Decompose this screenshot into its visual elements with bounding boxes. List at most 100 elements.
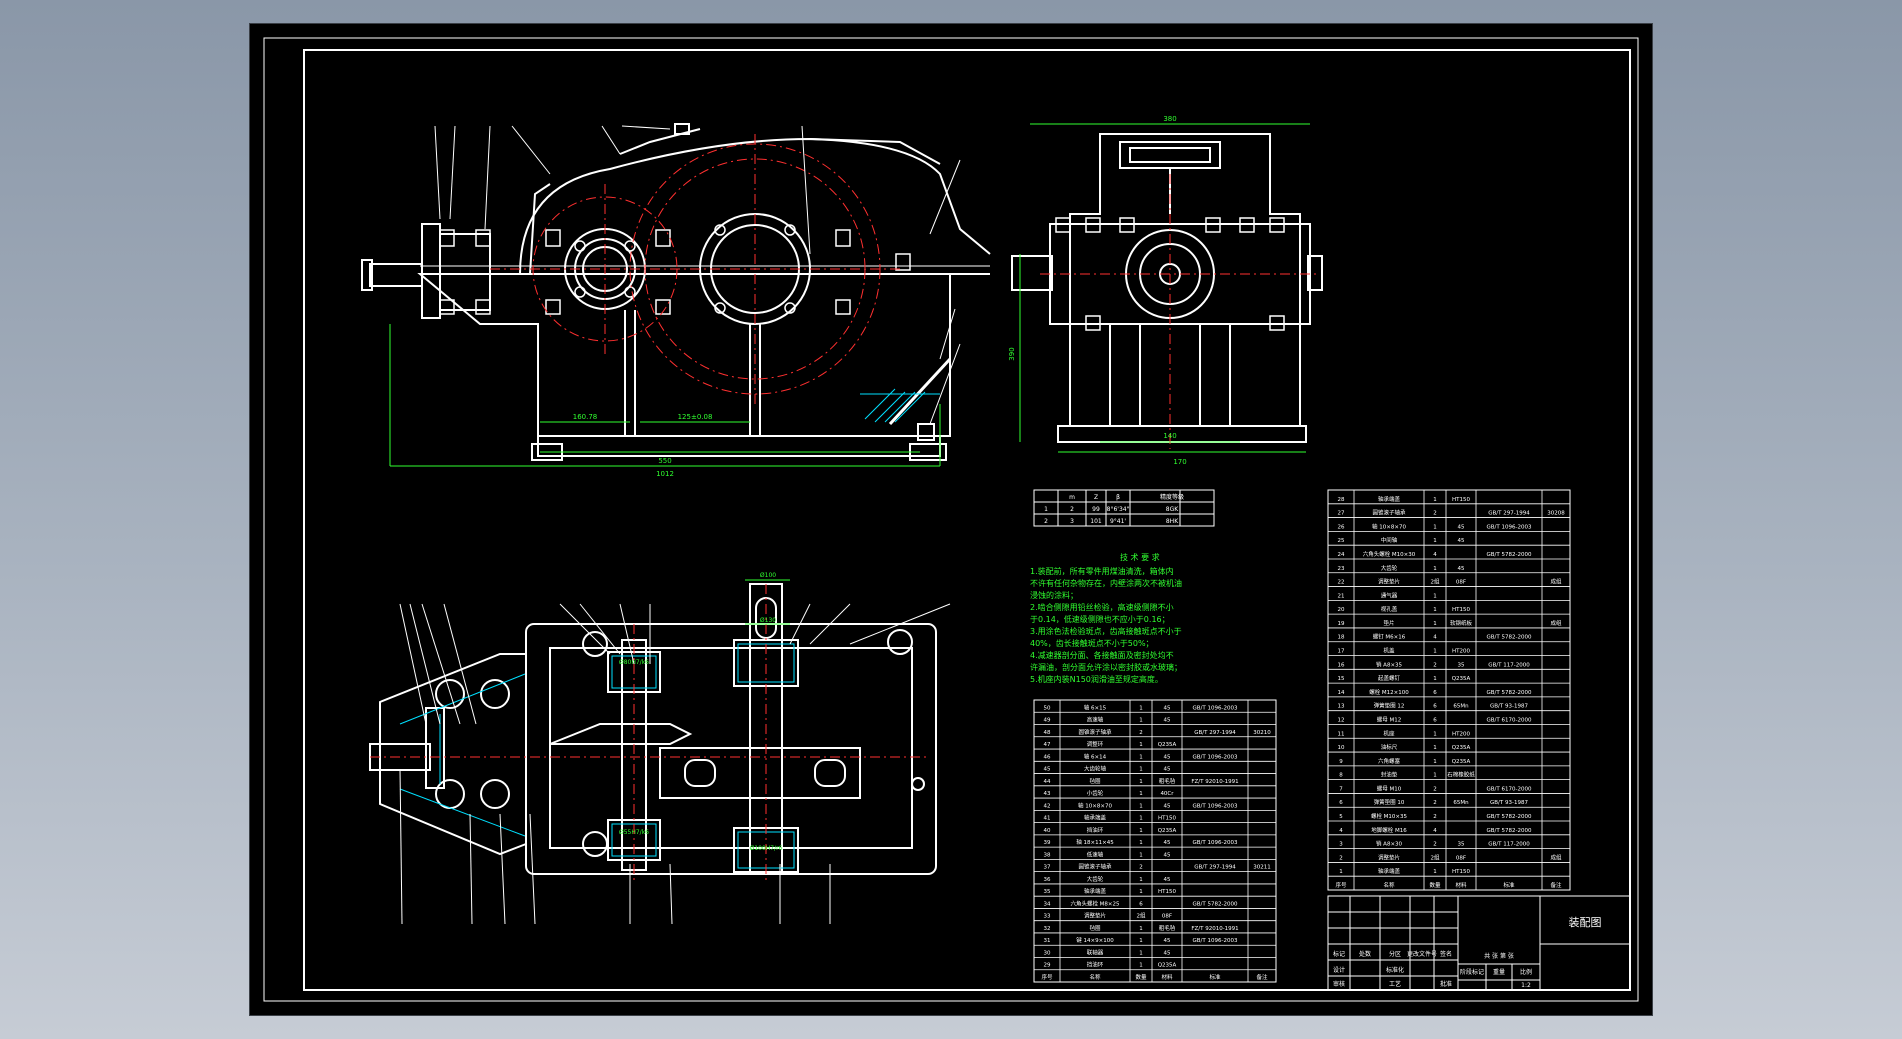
- inner-border: [303, 49, 1631, 991]
- dim-left-span2: 125±0.08: [678, 413, 713, 421]
- bom-cell: 14: [1338, 690, 1345, 696]
- bom-cell: 1: [1139, 840, 1143, 846]
- split-bolts: [439, 229, 911, 315]
- bom-cell: GB/T 117-2000: [1488, 842, 1530, 848]
- plan-input-cap: [425, 707, 445, 789]
- gear-r1-0: 1: [1044, 506, 1048, 513]
- dipstick: [888, 357, 952, 426]
- bom-cell: 3: [1339, 842, 1343, 848]
- bom-cell: 29: [1044, 963, 1051, 969]
- bom-cell: 挡油环: [1087, 961, 1104, 969]
- bom-footer-cell: 材料: [1161, 973, 1173, 981]
- bom-cell: 44: [1044, 779, 1051, 785]
- bom-cell: 30: [1044, 950, 1051, 956]
- tb-label-stage: 阶段标记: [1460, 968, 1484, 976]
- bom-cell: 1: [1139, 803, 1143, 809]
- bom-cell: GB/T 6170-2000: [1487, 786, 1532, 792]
- bom-cell: 软钢纸板: [1450, 619, 1473, 627]
- bom-cell: 2: [1139, 865, 1143, 871]
- bom-cell: 17: [1338, 649, 1345, 655]
- bom-cell: 1: [1433, 607, 1437, 613]
- bom-cell: 2: [1433, 662, 1437, 668]
- bom-cell: GB/T 6170-2000: [1487, 717, 1532, 723]
- bom-cell: 2: [1433, 786, 1437, 792]
- bom-cell: 31: [1044, 938, 1051, 944]
- bom-cell: FZ/T 92010-1991: [1191, 926, 1238, 932]
- bom-cell: 1: [1433, 566, 1437, 572]
- bom-footer-cell: 备注: [1256, 973, 1268, 981]
- bom-cell: 45: [1164, 803, 1171, 809]
- bom-cell: 粗毛毡: [1159, 777, 1176, 785]
- bom-cell: 42: [1044, 803, 1051, 809]
- bom-cell: 18: [1338, 635, 1345, 641]
- bom-cell: GB/T 1096-2003: [1193, 840, 1238, 846]
- bom-cell: 成组: [1550, 619, 1562, 627]
- bom-cell: 轴 18×11×45: [1076, 838, 1114, 846]
- bom-cell: 1: [1139, 938, 1143, 944]
- bom-cell: 机盖: [1383, 647, 1395, 655]
- plan-gear-hole-1: [684, 759, 716, 787]
- bom-cell: 34: [1044, 901, 1051, 907]
- bom-cell: 1: [1139, 791, 1143, 797]
- tech-heading: 技 术 要 求: [1120, 552, 1160, 562]
- tech-line-3: 浸蚀的涂料；: [1030, 590, 1078, 600]
- bom-cell: Q235A: [1158, 742, 1177, 748]
- gear-r2-3: 9°41': [1110, 518, 1126, 525]
- input-shaft-end: [361, 259, 373, 291]
- side-dimension-text: 380 390 170 140: [1008, 115, 1187, 466]
- bom-cell: HT150: [1452, 869, 1470, 875]
- gear-r1-1: 2: [1070, 506, 1074, 513]
- tb-label-design: 设计: [1333, 966, 1345, 974]
- bom-cell: 封油垫: [1381, 771, 1398, 779]
- dim-left-length: 1012: [656, 470, 674, 478]
- tb-label-sheets: 共 张 第 张: [1484, 952, 1514, 960]
- bom-cell: GB/T 93-1987: [1490, 704, 1528, 710]
- bom-cell: 8: [1339, 773, 1343, 779]
- plan-bolt-1: [435, 679, 465, 709]
- bom-cell: 4: [1339, 828, 1343, 834]
- bom-cell: 15: [1338, 676, 1345, 682]
- bom-cell: 联轴器: [1087, 948, 1104, 956]
- bom-cell: 37: [1044, 865, 1051, 871]
- gear-parameter-table: [1033, 489, 1215, 527]
- bom-cell: 轴 6×14: [1084, 752, 1107, 760]
- dim-plan-fit2: Ø100H7/r6: [750, 845, 783, 852]
- front-dimension-lines: [389, 324, 941, 467]
- bom-cell: Q235A: [1158, 963, 1177, 969]
- bom-cell: GB/T 297-1994: [1194, 730, 1236, 736]
- cover-ridge: [809, 138, 941, 165]
- bom-cell: GB/T 297-1994: [1488, 511, 1530, 517]
- bom-cell: 轴 6×15: [1084, 703, 1107, 711]
- dim-left-base: 550: [658, 457, 671, 465]
- bom-cell: 45: [1458, 538, 1465, 544]
- bom-cell: 45: [1164, 852, 1171, 858]
- bom-cell: HT200: [1452, 731, 1470, 737]
- gear-h-z: Z: [1094, 494, 1098, 501]
- bom-cell: GB/T 1096-2003: [1487, 524, 1532, 530]
- bom-cell: 13: [1338, 704, 1345, 710]
- bom-cell: 43: [1044, 791, 1051, 797]
- bom-cell: 30211: [1253, 865, 1271, 871]
- bom-cell: 16: [1338, 662, 1345, 668]
- bom-cell: 六角螺塞: [1378, 757, 1401, 765]
- dim-right-base2: 140: [1163, 432, 1176, 440]
- bom-footer-cell: 数量: [1135, 973, 1147, 981]
- bom-cell: GB/T 1096-2003: [1193, 938, 1238, 944]
- bom-cell: 45: [1458, 566, 1465, 572]
- bom-cell: 1: [1139, 926, 1143, 932]
- bom-cell: 27: [1338, 511, 1345, 517]
- bom-cell: 1: [1139, 877, 1143, 883]
- tech-line-7: 40%，齿长接触斑点不小于50%；: [1030, 638, 1154, 648]
- oil-hatch: [860, 388, 940, 423]
- plan-bolt-6: [582, 831, 608, 857]
- bom-footer-cell: 标准: [1503, 881, 1515, 889]
- bom-cell: 24: [1338, 552, 1345, 558]
- bom-cell: 30210: [1253, 730, 1271, 736]
- bom-cell: 9: [1339, 759, 1343, 765]
- bom-cell: 32: [1044, 926, 1051, 932]
- side-leg-inner-left: [1109, 323, 1141, 427]
- tech-line-1: 1.装配前，所有零件用煤油清洗，箱体内: [1030, 566, 1174, 576]
- bom-cell: 螺钉 M6×16: [1373, 633, 1406, 641]
- bom-cell: 成组: [1550, 853, 1562, 861]
- bom-cell: 08F: [1162, 914, 1172, 920]
